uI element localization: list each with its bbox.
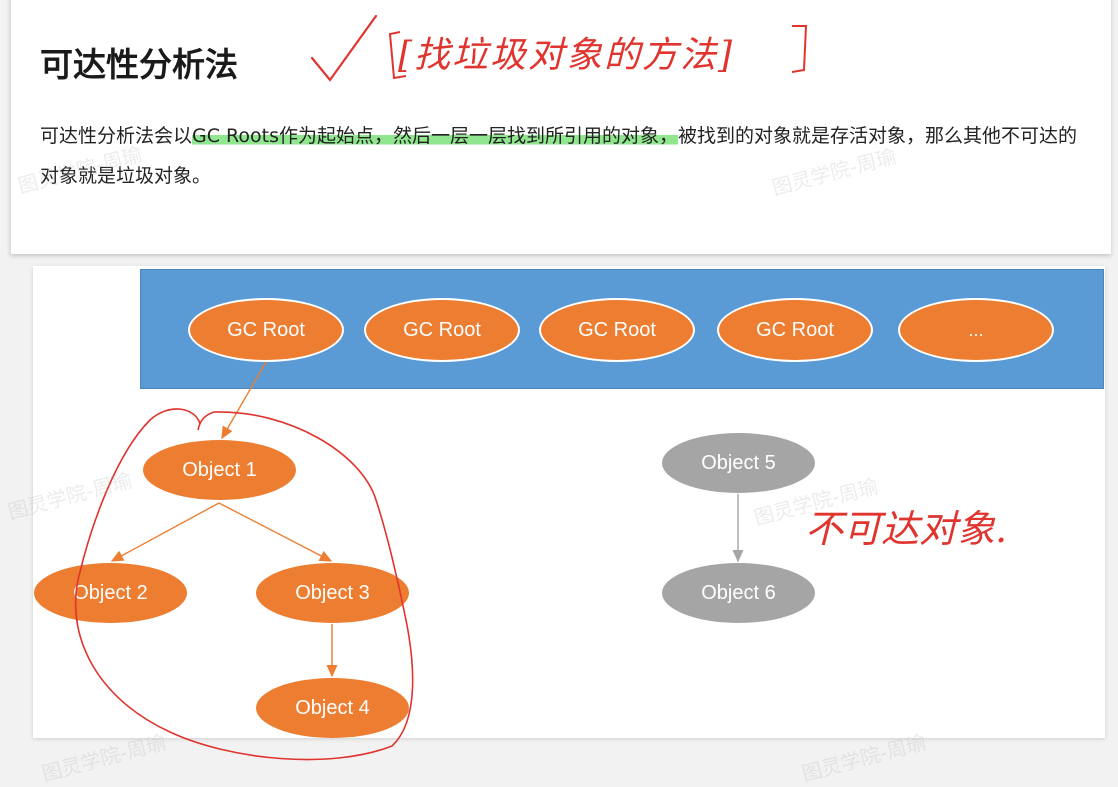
page-title: 可达性分析法: [40, 45, 238, 84]
object-node: Object 4: [256, 678, 409, 738]
unreachable-object-node: Object 6: [662, 563, 815, 623]
gc-root-node: GC Root: [188, 298, 344, 362]
paragraph-part1: 可达性分析法会以: [40, 125, 193, 147]
unreachable-note: 不可达对象.: [805, 507, 1008, 551]
description-paragraph: 可达性分析法会以GC Roots作为起始点，然后一层一层找到所引用的对象，被找到…: [40, 116, 1090, 196]
object-node: Object 1: [143, 440, 296, 500]
paragraph-part2: 被找到的对象就是存活对象，那么其他不可达的对象就是垃圾对象。: [40, 125, 1078, 187]
handwritten-note: [找垃圾对象的方法]: [398, 35, 735, 76]
unreachable-object-node: Object 5: [662, 433, 815, 493]
gc-root-node: GC Root: [717, 298, 873, 362]
object-node: Object 3: [256, 563, 409, 623]
gc-root-ellipsis-node: ...: [898, 298, 1054, 362]
gc-root-node: GC Root: [539, 298, 695, 362]
gc-root-node: GC Root: [364, 298, 520, 362]
highlighted-text: GC Roots作为起始点，然后一层一层找到所引用的对象，: [192, 125, 678, 147]
object-node: Object 2: [34, 563, 187, 623]
